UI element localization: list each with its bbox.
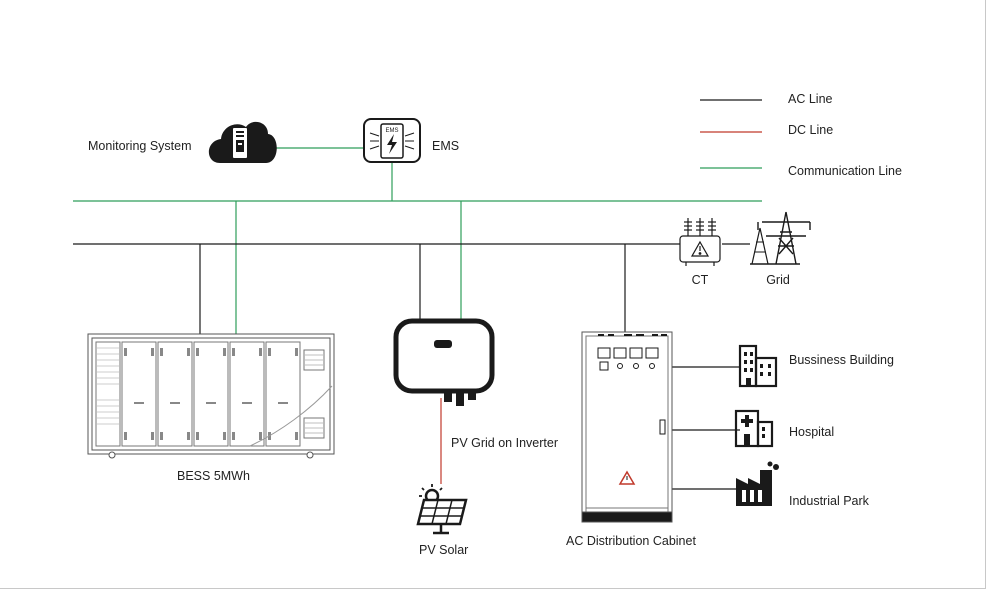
hospital-icon	[734, 409, 774, 448]
grid-label: Grid	[766, 273, 790, 287]
business-building-label: Bussiness Building	[789, 353, 894, 367]
business-building-icon	[738, 344, 778, 388]
legend-ac-label: AC Line	[788, 92, 833, 106]
solar-panel-icon	[416, 484, 468, 535]
legend: AC Line DC Line Communication Line	[700, 92, 902, 178]
legend-dc-label: DC Line	[788, 123, 833, 137]
ems-icon-text: EMS	[385, 128, 398, 134]
industrial-park-label: Industrial Park	[789, 494, 870, 508]
ac-cabinet-label: AC Distribution Cabinet	[566, 534, 696, 548]
ct-label: CT	[692, 273, 709, 287]
ems-label: EMS	[432, 139, 459, 153]
distribution-cabinet-icon	[581, 331, 673, 523]
ac-lines	[73, 243, 750, 490]
monitoring-cloud-icon	[208, 121, 277, 163]
pv-solar-label: PV Solar	[419, 543, 468, 557]
hospital-label: Hospital	[789, 425, 834, 439]
factory-icon	[736, 461, 779, 506]
monitoring-system-label: Monitoring System	[88, 139, 192, 153]
bess-container-icon	[87, 333, 335, 459]
legend-comm-label: Communication Line	[788, 164, 902, 178]
power-tower-icon	[750, 211, 811, 265]
ems-icon: EMS	[363, 118, 421, 163]
transformer-icon	[679, 218, 721, 266]
inverter-icon	[393, 318, 495, 406]
communication-lines	[73, 147, 762, 334]
inverter-label: PV Grid on Inverter	[451, 436, 558, 450]
bess-label: BESS 5MWh	[177, 469, 250, 483]
